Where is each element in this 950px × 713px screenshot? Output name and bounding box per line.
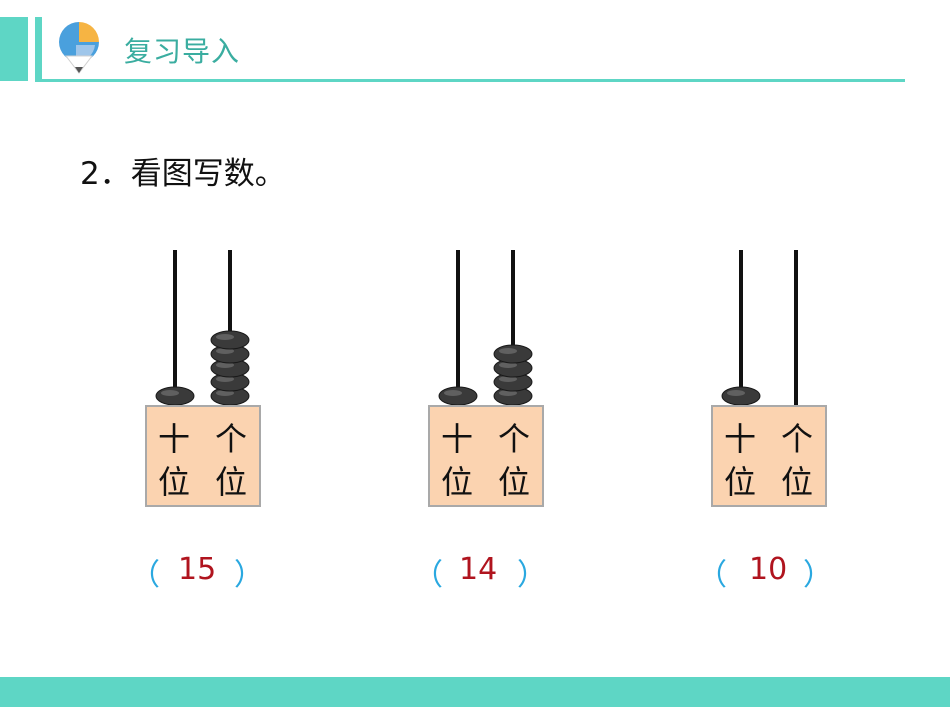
ones-label: 位 [497, 463, 530, 501]
header-accent-bar [0, 17, 28, 81]
abacus: 十 位 个 位 [425, 250, 625, 520]
tens-label: 位 [723, 463, 756, 501]
footer-bar [0, 677, 950, 707]
tens-bead [721, 386, 761, 406]
tens-rod [173, 250, 177, 406]
tens-label: 位 [157, 463, 190, 501]
abacus: 十 位 个 位 [142, 250, 342, 520]
close-paren: ） [234, 558, 264, 593]
ones-bead-highlight [216, 362, 234, 368]
ones-bead-highlight [499, 376, 517, 382]
tens-rod [456, 250, 460, 406]
ones-rod [511, 250, 515, 406]
tens-bead [438, 386, 478, 406]
tens-bead-highlight [727, 390, 745, 396]
tens-rod [739, 250, 743, 406]
ones-rod [794, 250, 798, 406]
open-paren: （ [130, 558, 160, 593]
tens-bead-highlight [444, 390, 462, 396]
ones-label: 个 [497, 420, 530, 458]
answer-blank: （ 15 ） [130, 550, 270, 593]
answer-blank: （ 10 ） [697, 550, 837, 593]
abacus-base: 十 位 个 位 [145, 405, 261, 507]
ones-bead [210, 330, 250, 350]
close-paren: ） [803, 558, 833, 593]
ones-bead-highlight [216, 390, 234, 396]
answer-value: 15 [178, 552, 217, 587]
ones-rod [228, 250, 232, 406]
open-paren: （ [413, 558, 443, 593]
question-text: 2．看图写数。 [80, 156, 286, 192]
tens-bead-highlight [161, 390, 179, 396]
ones-label: 位 [214, 463, 247, 501]
abacus-rods [438, 250, 533, 406]
header-underline [35, 79, 905, 82]
ones-label: 位 [780, 463, 813, 501]
ones-bead [493, 344, 533, 364]
close-paren: ） [517, 558, 547, 593]
ones-bead-highlight [216, 376, 234, 382]
answer-blank: （ 14 ） [413, 550, 553, 593]
section-title: 复习导入 [124, 35, 241, 68]
ones-bead-highlight [216, 348, 234, 354]
ones-bead-highlight [499, 348, 517, 354]
tens-bead [155, 386, 195, 406]
ones-bead-highlight [499, 390, 517, 396]
tens-label: 十 [723, 420, 756, 458]
ones-bead-highlight [499, 362, 517, 368]
ones-label: 个 [780, 420, 813, 458]
abacus-rods [155, 250, 250, 406]
header-accent-bar-thin [35, 17, 42, 81]
tens-label: 十 [440, 420, 473, 458]
abacus-base: 十 位 个 位 [428, 405, 544, 507]
tens-label: 位 [440, 463, 473, 501]
abacus-base: 十 位 个 位 [711, 405, 827, 507]
pie-chart-pencil-icon [59, 22, 99, 74]
abacus: 十 位 个 位 [708, 250, 908, 520]
ones-label: 个 [214, 420, 247, 458]
abacus-rods [721, 250, 798, 406]
tens-label: 十 [157, 420, 190, 458]
ones-bead-highlight [216, 334, 234, 340]
open-paren: （ [697, 558, 727, 593]
answer-value: 10 [749, 552, 788, 587]
answer-value: 14 [459, 552, 498, 587]
